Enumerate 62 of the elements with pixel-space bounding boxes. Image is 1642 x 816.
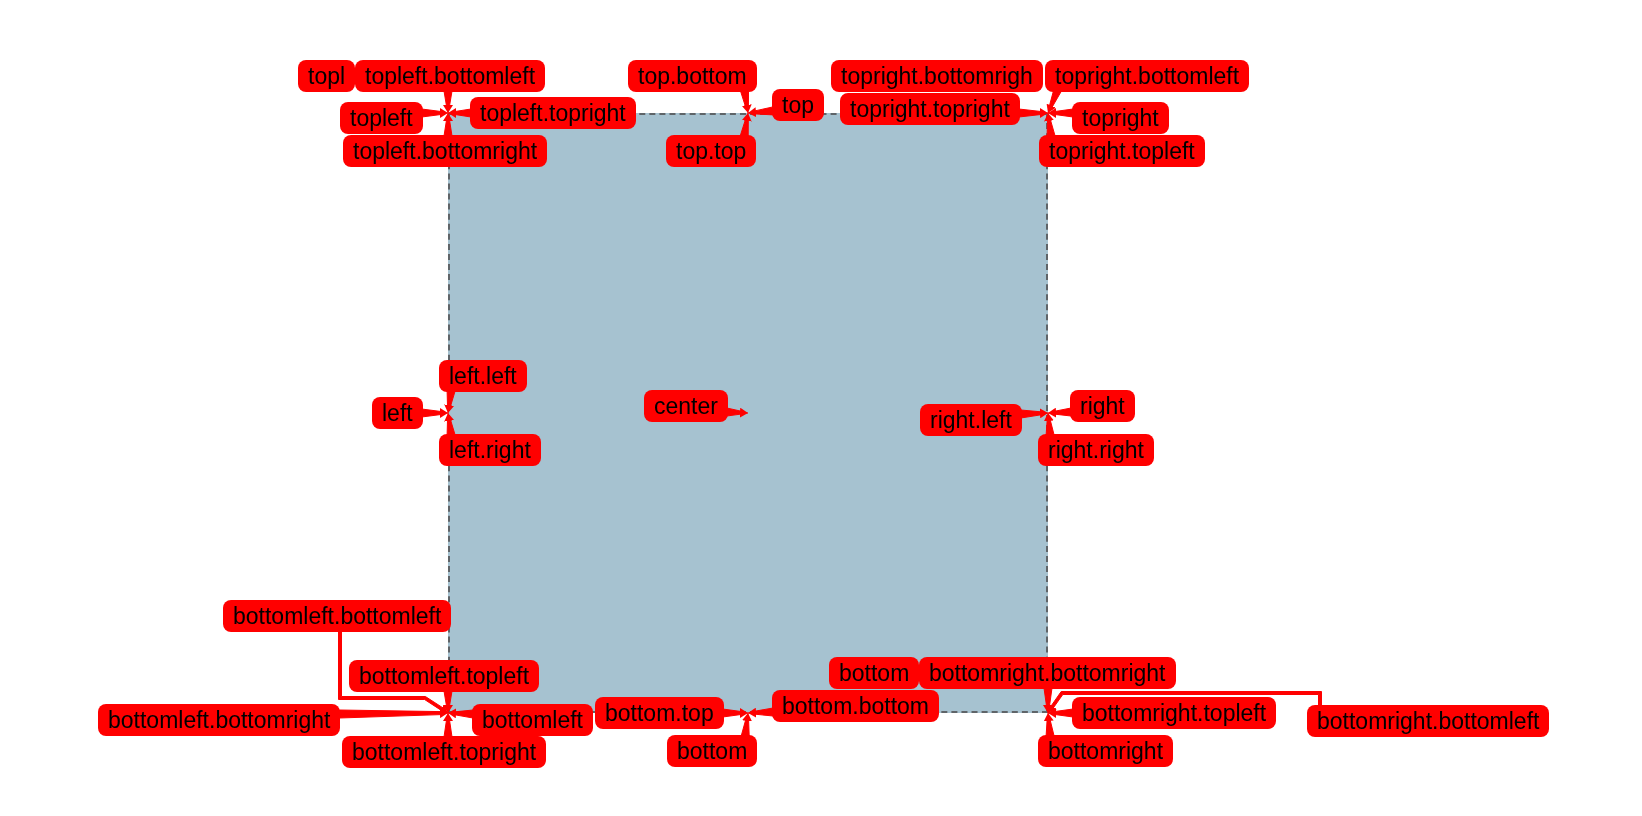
callout-label: topleft.bottomright [343,135,548,167]
callout-label: top [772,89,824,121]
callout-label: topl [298,60,356,92]
callout-pointer [443,690,453,714]
callout-pointer [443,90,453,114]
callout-pointer [1046,90,1062,114]
callout-label: bottomright.topleft [1072,697,1277,729]
callout-label: bottomright.bottomright [919,657,1176,689]
callout-pointer [1043,412,1055,436]
callout-label: right.right [1038,434,1154,466]
callout-pointer [444,390,456,414]
callout-pointer [1047,708,1074,718]
callout-pointer [1044,112,1056,137]
callout-pointer [1047,407,1072,418]
callout-label: bottomleft.topleft [349,660,540,692]
callout-pointer [338,631,449,714]
callout-label: topright.topleft [1039,135,1205,167]
callout-label: center [644,390,728,422]
callout-pointer [443,712,453,738]
callout-label: topright [1072,102,1169,134]
callout-pointer [740,90,752,114]
callout-label: topleft.bottomleft [355,60,546,92]
callout-label: right [1070,390,1135,422]
callout-pointer [1043,712,1055,737]
callout-pointer [447,708,474,719]
callout-pointer [726,407,749,418]
callout-label: bottomright.bottomleft [1307,705,1550,737]
callout-pointer [1020,408,1049,419]
callout-pointer [1047,691,1322,714]
callout-pointer [747,106,774,118]
callout-pointer [1047,108,1074,118]
callout-label: topleft [340,102,423,134]
callout-label: bottomright [1038,735,1174,767]
callout-label: bottom [829,657,920,689]
callout-pointer [740,712,753,737]
callout-pointer [1043,687,1053,714]
callout-label: bottom [667,735,758,767]
callout-label: bottomleft.topright [342,736,547,768]
callout-label: bottomleft [472,704,593,736]
callout-label: top.top [666,135,757,167]
callout-label: topright.topright [840,93,1020,125]
callout-label: left.right [439,434,541,466]
callout-label: left.left [439,360,527,392]
callout-label: bottom.top [595,697,724,729]
callout-pointer [739,112,752,137]
callout-pointer [722,708,749,718]
callout-label: top.bottom [628,60,757,92]
callout-pointer [421,408,449,418]
callout-pointer [421,108,449,118]
callout-label: left [372,397,423,429]
callout-pointer [443,112,453,137]
callout-label: topright.bottomrigh [831,60,1043,92]
callout-pointer [747,707,774,718]
callout-label: bottomleft.bottomright [98,704,341,736]
callout-pointer [339,708,449,719]
callout-pointer [447,108,472,118]
callout-label: bottom.bottom [772,690,940,722]
callout-pointer [1018,108,1049,118]
callout-label: right.left [920,404,1022,436]
callout-pointer [444,412,456,436]
callout-label: bottomleft.bottomleft [223,600,452,632]
callout-label: topleft.topright [470,97,636,129]
